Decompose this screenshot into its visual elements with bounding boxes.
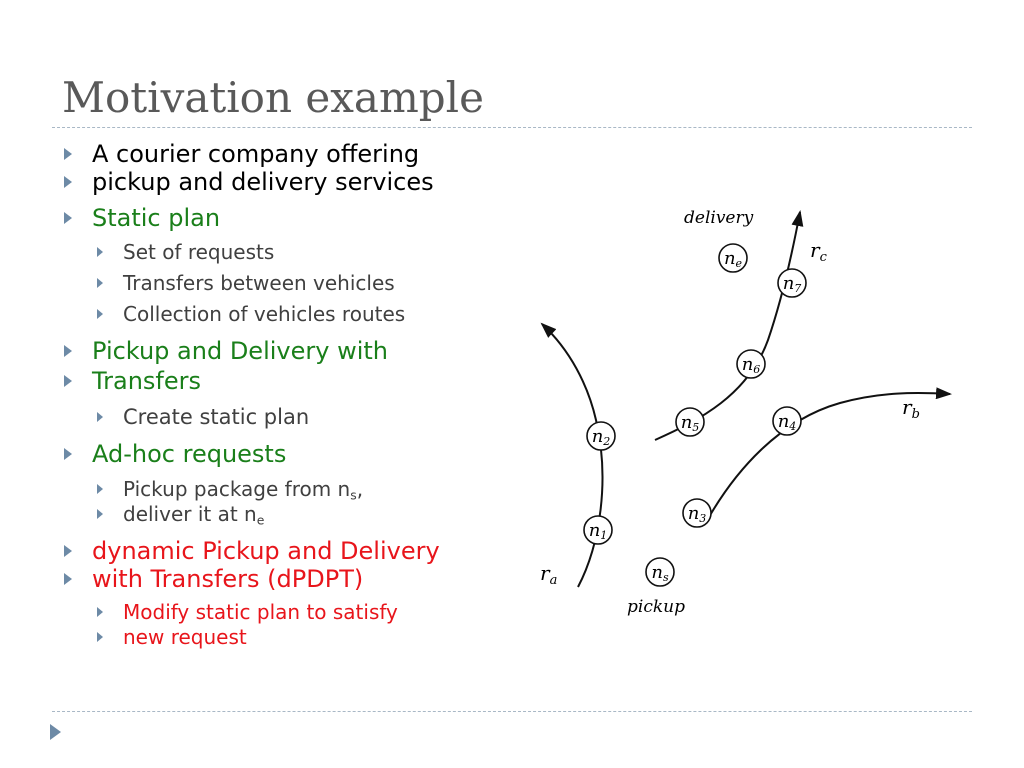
bullet-dpdpt-line2: with Transfers (dPDPT)	[92, 565, 364, 593]
node-ns: ns	[645, 557, 675, 587]
node-n2: n2	[586, 421, 616, 451]
svg-text:n6: n6	[742, 354, 761, 376]
svg-text:ns: ns	[651, 562, 669, 584]
subbullet-modify-static-plan-line2: new request	[123, 625, 247, 649]
bullet-courier-company-line2: pickup and delivery services	[92, 168, 434, 196]
svg-text:n4: n4	[778, 411, 797, 433]
subbullet-pickup-package-text: Pickup package from n	[123, 477, 351, 501]
title-divider	[52, 127, 972, 128]
svg-text:n1: n1	[589, 520, 608, 542]
bullet-list: A courier company offering pickup and de…	[0, 0, 520, 700]
subbullet-pickup-package: Pickup package from ns,	[96, 477, 364, 508]
route-a-label: ra	[540, 561, 557, 588]
svg-text:n3: n3	[688, 503, 707, 525]
pickup-label: pickup	[627, 597, 685, 617]
subbullet-pickup-package-comma: ,	[356, 477, 364, 501]
bullet-dpdpt-line1: dynamic Pickup and Delivery	[92, 537, 440, 565]
bullet-courier-company-line1: A courier company offering	[92, 140, 420, 168]
route-diagram: ne n7 n6 n5 n4 n2 n3 n1 ns delivery pick…	[540, 208, 952, 617]
bullet-courier-company: A courier company offering	[63, 140, 420, 168]
subbullet-transfers-text: Transfers between vehicles	[123, 271, 395, 295]
bullet-pdpt-line2: Transfers	[92, 367, 202, 395]
route-a-path	[540, 322, 604, 588]
bullet-static-plan-text: Static plan	[92, 204, 221, 232]
svg-text:n2: n2	[592, 426, 611, 448]
route-c-label: rc	[810, 238, 828, 265]
footer-arrow-icon	[50, 724, 61, 740]
slide-title: Motivation example	[62, 73, 484, 122]
node-n7: n7	[777, 268, 807, 298]
footer-divider	[52, 711, 972, 712]
subbullet-modify-static-plan-line1: Modify static plan to satisfy	[123, 600, 398, 624]
route-b-label: rb	[902, 395, 920, 422]
subbullet-transfers: Transfers between vehicles	[97, 271, 395, 295]
svg-text:n7: n7	[783, 273, 802, 295]
subbullet-routes-text: Collection of vehicles routes	[123, 302, 406, 326]
node-n5: n5	[675, 407, 705, 437]
subbullet-set-of-requests-text: Set of requests	[123, 240, 275, 264]
bullet-static-plan: Static plan	[63, 204, 221, 232]
subbullet-deliver-at: deliver it at ne	[96, 502, 265, 533]
subbullet-routes: Collection of vehicles routes	[96, 302, 406, 326]
delivery-label: delivery	[684, 208, 754, 228]
subbullet-modify-static-plan: Modify static plan to satisfy	[97, 600, 398, 624]
bullet-dpdpt-cont: with Transfers (dPDPT)	[63, 565, 364, 593]
subbullet-create-static-plan: Create static plan	[96, 405, 310, 429]
subbullet-modify-static-plan-cont: new request	[97, 625, 247, 649]
node-n4: n4	[772, 406, 802, 436]
bullet-dpdpt: dynamic Pickup and Delivery	[64, 537, 440, 565]
subbullet-deliver-at-text: deliver it at n	[123, 502, 257, 526]
node-n3: n3	[682, 498, 712, 528]
bullet-courier-company-cont: pickup and delivery services	[64, 168, 434, 196]
bullet-adhoc-requests-text: Ad-hoc requests	[92, 440, 287, 468]
node-n1: n1	[583, 515, 613, 545]
subbullet-create-static-plan-text: Create static plan	[123, 405, 310, 429]
bullet-pdpt: Pickup and Delivery with	[64, 337, 388, 365]
bullet-pdpt-cont: Transfers	[63, 367, 202, 395]
node-n6: n6	[736, 349, 766, 379]
svg-text:n5: n5	[681, 412, 700, 434]
subscript-e: e	[256, 512, 265, 528]
node-ne: ne	[718, 243, 748, 273]
route-b-path	[704, 387, 952, 525]
subbullet-set-of-requests: Set of requests	[96, 240, 275, 264]
subscript-s: s	[350, 487, 357, 503]
bullet-adhoc-requests: Ad-hoc requests	[63, 440, 287, 468]
bullet-pdpt-line1: Pickup and Delivery with	[92, 337, 388, 365]
svg-text:ne: ne	[724, 248, 743, 270]
